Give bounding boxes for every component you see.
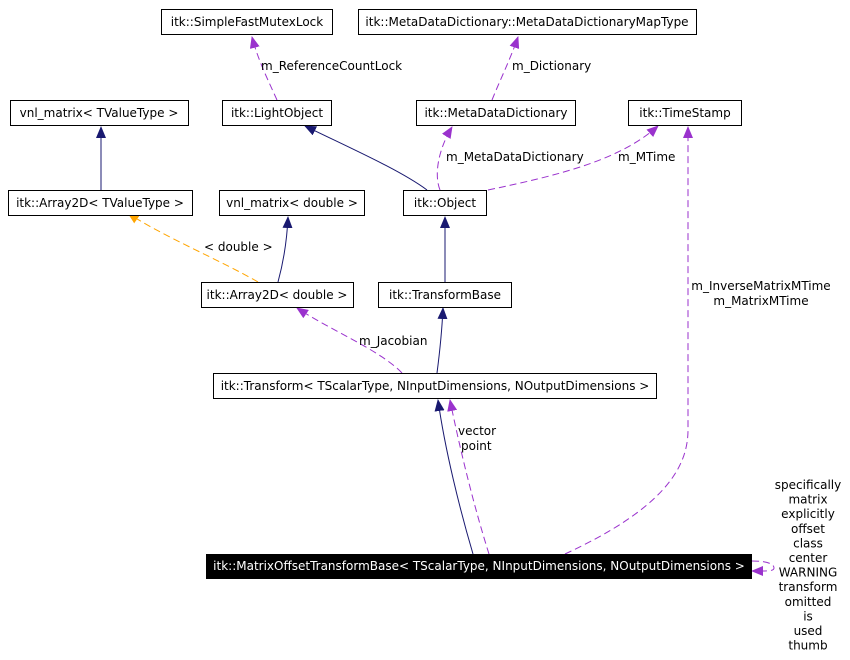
node-simple-fast-mutex-lock[interactable]: itk::SimpleFastMutexLock xyxy=(161,9,333,35)
svg-text:itk::MetaDataDictionary::MetaD: itk::MetaDataDictionary::MetaDataDiction… xyxy=(365,15,688,29)
svg-text:itk::Array2D< TValueType >: itk::Array2D< TValueType > xyxy=(16,196,184,210)
edge-self-loop xyxy=(751,560,775,576)
self-loop-label: thumb xyxy=(788,639,827,653)
node-matrix-offset-transform-base[interactable]: itk::MatrixOffsetTransformBase< TScalarT… xyxy=(206,554,752,579)
self-loop-label: explicitly xyxy=(781,507,835,521)
self-loop-label: class xyxy=(793,536,823,550)
node-array2d-tvaluetype[interactable]: itk::Array2D< TValueType > xyxy=(8,190,193,216)
svg-text:itk::Array2D< double >: itk::Array2D< double > xyxy=(207,288,348,302)
svg-text:itk::MatrixOffsetTransformBase: itk::MatrixOffsetTransformBase< TScalarT… xyxy=(213,559,745,573)
node-light-object[interactable]: itk::LightObject xyxy=(222,100,332,126)
node-meta-data-dictionary[interactable]: itk::MetaDataDictionary xyxy=(416,100,576,126)
label-meta-data-dictionary: m_MetaDataDictionary xyxy=(446,150,584,164)
self-loop-label: used xyxy=(794,624,823,638)
self-loop-label: offset xyxy=(791,522,825,536)
label-dictionary: m_Dictionary xyxy=(512,59,591,73)
self-loop-label: transform xyxy=(779,580,838,594)
edge-template-double xyxy=(127,212,259,283)
label-reference-count-lock: m_ReferenceCountLock xyxy=(261,59,402,73)
label-mtime: m_MTime xyxy=(618,150,675,164)
edge-mtime xyxy=(487,125,659,191)
self-loop-label: specifically xyxy=(775,478,841,492)
self-loop-label: matrix xyxy=(788,493,827,507)
node-array2d-double[interactable]: itk::Array2D< double > xyxy=(201,282,354,308)
edge-reference-count-lock xyxy=(249,36,278,101)
node-meta-data-dictionary-map-type[interactable]: itk::MetaDataDictionary::MetaDataDiction… xyxy=(358,9,697,35)
svg-text:itk::Object: itk::Object xyxy=(414,196,476,210)
label-double-template: < double > xyxy=(204,240,273,254)
label-point: point xyxy=(461,439,492,453)
node-time-stamp[interactable]: itk::TimeStamp xyxy=(628,100,742,126)
svg-text:itk::LightObject: itk::LightObject xyxy=(231,106,323,120)
svg-text:vnl_matrix< double >: vnl_matrix< double > xyxy=(226,196,358,210)
node-transform-base[interactable]: itk::TransformBase xyxy=(378,282,512,308)
edge-matrix-mtime xyxy=(564,126,693,555)
self-loop-label: is xyxy=(803,609,813,623)
self-loop-labels: specificallymatrixexplicitlyoffsetclassc… xyxy=(775,478,841,653)
edge-dictionary xyxy=(491,36,520,101)
svg-text:itk::TransformBase: itk::TransformBase xyxy=(389,288,501,302)
edge-array2d-double-vnl xyxy=(277,216,293,283)
edge-mot-transform xyxy=(434,399,474,555)
self-loop-label: omitted xyxy=(785,595,832,609)
self-loop-label: WARNING xyxy=(779,566,838,580)
edge-vector-point xyxy=(447,399,490,555)
svg-text:itk::TimeStamp: itk::TimeStamp xyxy=(639,106,730,120)
edge-object-lightobject xyxy=(304,125,428,191)
svg-text:itk::SimpleFastMutexLock: itk::SimpleFastMutexLock xyxy=(171,15,324,29)
svg-text:itk::Transform< TScalarType, N: itk::Transform< TScalarType, NInputDimen… xyxy=(221,379,650,393)
label-jacobian: m_Jacobian xyxy=(359,334,427,348)
label-matrix-mtime: m_MatrixMTime xyxy=(713,294,808,308)
edge-transform-transformbase xyxy=(436,307,448,374)
svg-text:itk::MetaDataDictionary: itk::MetaDataDictionary xyxy=(424,106,567,120)
node-object[interactable]: itk::Object xyxy=(403,190,487,216)
edge-jacobian xyxy=(296,307,403,374)
edge-meta-data-dictionary xyxy=(436,126,453,191)
node-transform[interactable]: itk::Transform< TScalarType, NInputDimen… xyxy=(213,373,657,399)
self-loop-label: center xyxy=(789,551,828,565)
label-inverse-matrix-mtime: m_InverseMatrixMTime xyxy=(691,279,830,293)
svg-text:vnl_matrix< TValueType >: vnl_matrix< TValueType > xyxy=(20,106,179,120)
label-vector: vector xyxy=(458,424,496,438)
node-vnl-matrix-double[interactable]: vnl_matrix< double > xyxy=(219,190,365,216)
node-vnl-matrix-tvaluetype[interactable]: vnl_matrix< TValueType > xyxy=(10,100,189,126)
